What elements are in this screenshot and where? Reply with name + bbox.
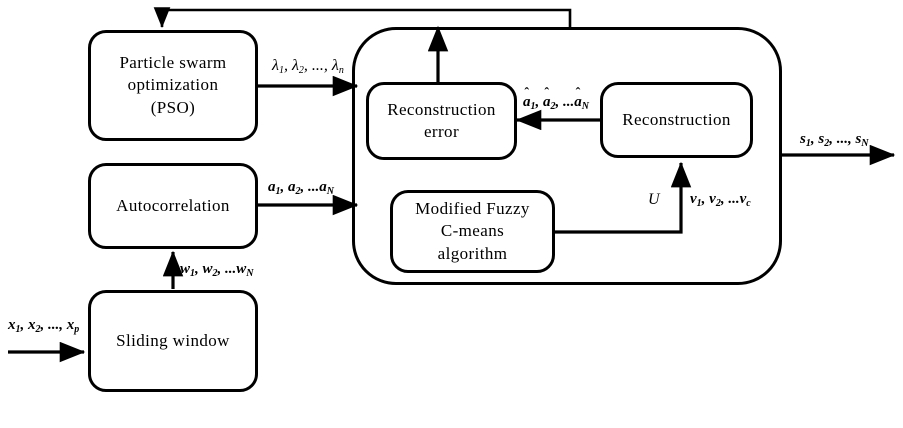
edge-label-input-signal: x1, x2, ..., xp: [8, 317, 80, 335]
node-sliding-window[interactable]: Sliding window: [88, 290, 258, 392]
node-autocorrelation[interactable]: Autocorrelation: [88, 163, 258, 249]
node-label-sliding-window: Sliding window: [116, 330, 230, 350]
node-label-mfcm: Modified Fuzzy C-means algorithm: [415, 198, 530, 263]
edge-label-reconstructed-coefficients: ̂a1, ̂a2, ...̂aN: [523, 95, 589, 112]
node-particle-swarm-optimization[interactable]: Particle swarm optimization (PSO): [88, 30, 258, 141]
edge-label-membership-matrix: U: [648, 191, 660, 208]
edge-label-window-output: w1, w2, ...wN: [180, 261, 254, 279]
node-label-reconstruction-error: Reconstruction error: [387, 99, 496, 141]
node-modified-fuzzy-cmeans[interactable]: Modified Fuzzy C-means algorithm: [390, 190, 555, 273]
edge-feedback-to-pso: [153, 7, 572, 29]
edge-label-cluster-centroids: v1, v2, ...vc: [690, 191, 751, 209]
node-label-autocorrelation: Autocorrelation: [116, 195, 230, 215]
node-reconstruction-error[interactable]: Reconstruction error: [366, 82, 517, 160]
node-label-pso: Particle swarm optimization (PSO): [119, 52, 227, 117]
node-label-reconstruction: Reconstruction: [622, 109, 731, 129]
hat-accent-icon: ̂: [523, 87, 531, 101]
reconstruction-subsystem-container: [352, 27, 782, 285]
edge-label-autocorrelation-coefficients: a1, a2, ...aN: [268, 179, 334, 197]
hat-accent-icon: ̂: [543, 87, 551, 101]
hat-accent-icon: ̂: [574, 87, 582, 101]
edge-mfcm-to-reconstruction: [555, 161, 692, 234]
edge-label-output-signal: s1, s2, ..., sN: [800, 131, 869, 149]
node-reconstruction[interactable]: Reconstruction: [600, 82, 753, 158]
edge-label-lambda-params: λ1, λ2, ..., λn: [272, 57, 344, 76]
